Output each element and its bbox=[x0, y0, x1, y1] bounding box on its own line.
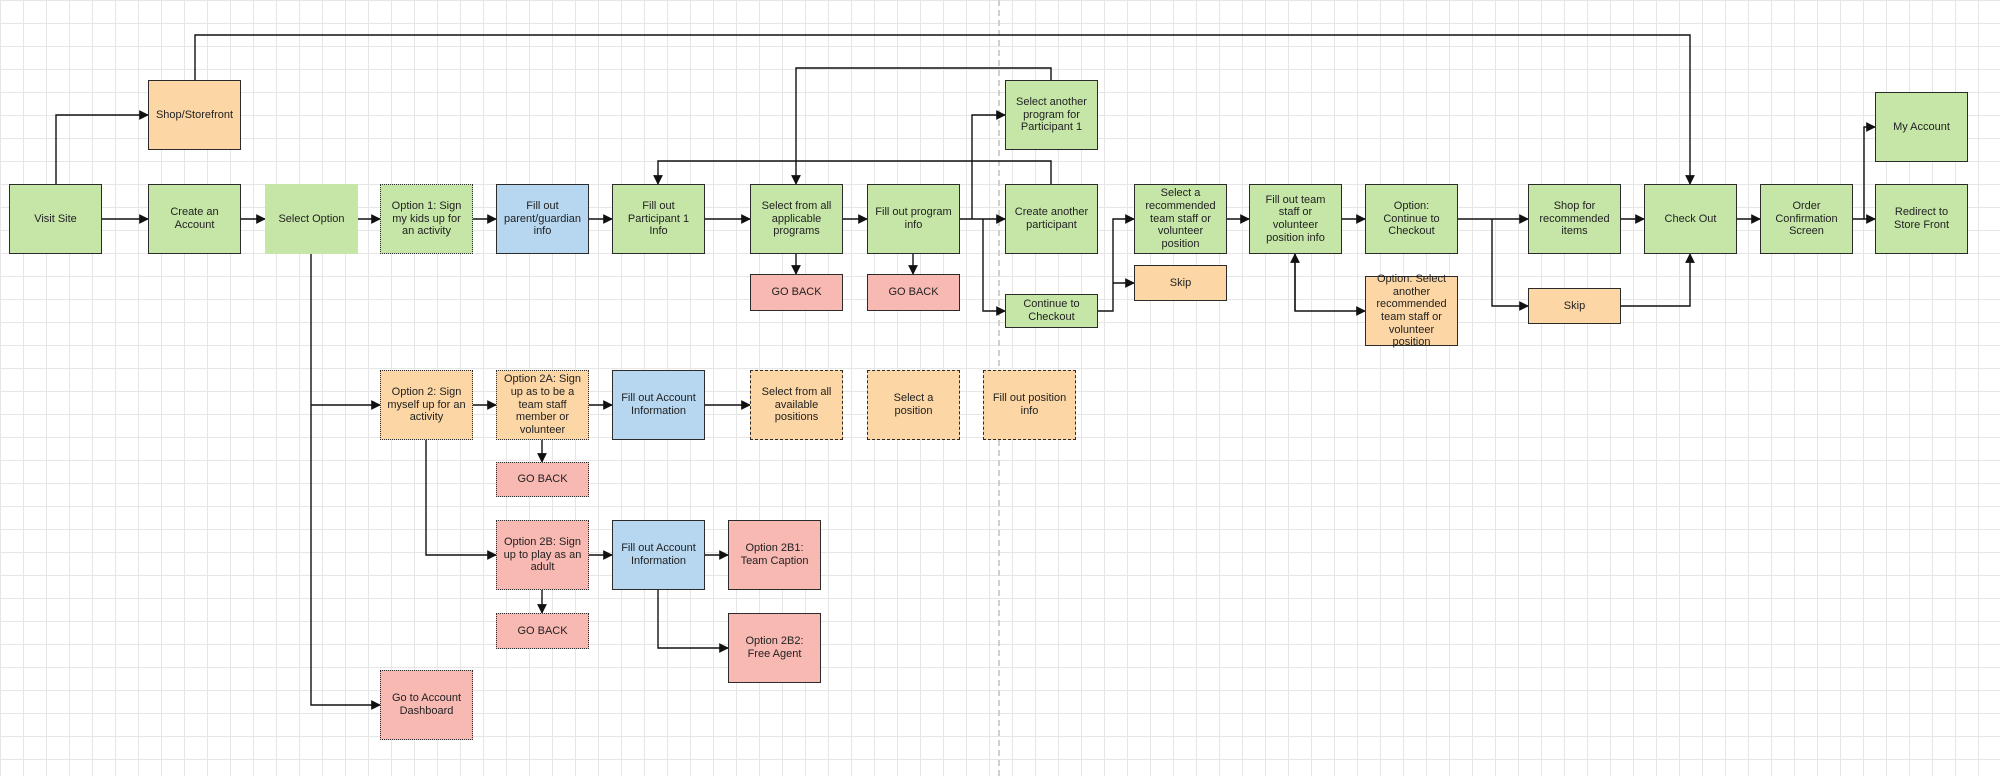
option-continue-checkout-node[interactable]: Option: Continue to Checkout bbox=[1365, 184, 1458, 254]
wire-create-another-loop bbox=[653, 160, 1052, 185]
option2-node[interactable]: Option 2: Sign myself up for an activity bbox=[380, 370, 473, 440]
fill-account-info-node-2[interactable]: Fill out Account Information bbox=[612, 520, 705, 590]
fill-team-staff-info-node[interactable]: Fill out team staff or volunteer positio… bbox=[1249, 184, 1342, 254]
select-a-position-node[interactable]: Select a position bbox=[867, 370, 960, 440]
fill-program-info-node[interactable]: Fill out program info bbox=[867, 184, 960, 254]
wire-fill-select-another bbox=[1294, 254, 1366, 316]
option2a-node[interactable]: Option 2A: Sign up as to be a team staff… bbox=[496, 370, 589, 440]
shop-recommended-items-node[interactable]: Shop for recommended items bbox=[1528, 184, 1621, 254]
wire-account-to-2b2 bbox=[657, 590, 729, 653]
go-back-button-4[interactable]: GO BACK bbox=[496, 613, 589, 649]
option-select-another-position-node[interactable]: Option: Select another recommended team … bbox=[1365, 273, 1458, 348]
fill-parent-info-node[interactable]: Fill out parent/guardian info bbox=[496, 184, 589, 254]
continue-to-checkout-node[interactable]: Continue to Checkout bbox=[1005, 294, 1098, 328]
wire-visit-to-shop bbox=[55, 110, 149, 184]
wire-to-select-another bbox=[971, 110, 1006, 219]
select-programs-node[interactable]: Select from all applicable programs bbox=[750, 184, 843, 254]
go-back-button-3[interactable]: GO BACK bbox=[496, 462, 589, 497]
select-option-node[interactable]: Select Option bbox=[265, 184, 358, 254]
wire-continue-to-recommended bbox=[1098, 214, 1135, 312]
option1-node[interactable]: Option 1: Sign my kids up for an activit… bbox=[380, 184, 473, 254]
wire-select-another-loop bbox=[791, 67, 1052, 185]
go-back-button-2[interactable]: GO BACK bbox=[867, 274, 960, 311]
create-another-participant-node[interactable]: Create another participant bbox=[1005, 184, 1098, 254]
skip-button-2[interactable]: Skip bbox=[1528, 288, 1621, 324]
my-account-node[interactable]: My Account bbox=[1875, 92, 1968, 162]
wire-order-to-my-account bbox=[1863, 122, 1876, 219]
visit-site-node[interactable]: Visit Site bbox=[9, 184, 102, 254]
select-another-program-node[interactable]: Select another program for Participant 1 bbox=[1005, 80, 1098, 150]
option2b-node[interactable]: Option 2B: Sign up to play as an adult bbox=[496, 520, 589, 590]
go-back-button-1[interactable]: GO BACK bbox=[750, 274, 843, 311]
wire-option-continue-to-skip2 bbox=[1491, 219, 1529, 311]
fill-participant-info-node[interactable]: Fill out Participant 1 Info bbox=[612, 184, 705, 254]
option2b2-free-agent-node[interactable]: Option 2B2: Free Agent bbox=[728, 613, 821, 683]
wire-select-down bbox=[310, 254, 381, 710]
wire-shop-to-checkout bbox=[194, 34, 1695, 185]
wire-skip2-to-checkout bbox=[1621, 253, 1695, 307]
wire-option2-to-2b bbox=[425, 440, 497, 560]
shop-storefront-node[interactable]: Shop/Storefront bbox=[148, 80, 241, 150]
select-recommended-position-node[interactable]: Select a recommended team staff or volun… bbox=[1134, 184, 1227, 254]
create-account-node[interactable]: Create an Account bbox=[148, 184, 241, 254]
select-available-positions-node[interactable]: Select from all available positions bbox=[750, 370, 843, 440]
redirect-store-front-node[interactable]: Redirect to Store Front bbox=[1875, 184, 1968, 254]
order-confirmation-node[interactable]: Order Confirmation Screen bbox=[1760, 184, 1853, 254]
option2b1-team-caption-node[interactable]: Option 2B1: Team Caption bbox=[728, 520, 821, 590]
go-to-account-dashboard-node[interactable]: Go to Account Dashboard bbox=[380, 670, 473, 740]
wire-to-continue bbox=[982, 219, 1006, 316]
skip-button-1[interactable]: Skip bbox=[1134, 265, 1227, 301]
fill-position-info-node[interactable]: Fill out position info bbox=[983, 370, 1076, 440]
check-out-node[interactable]: Check Out bbox=[1644, 184, 1737, 254]
fill-account-info-node-1[interactable]: Fill out Account Information bbox=[612, 370, 705, 440]
